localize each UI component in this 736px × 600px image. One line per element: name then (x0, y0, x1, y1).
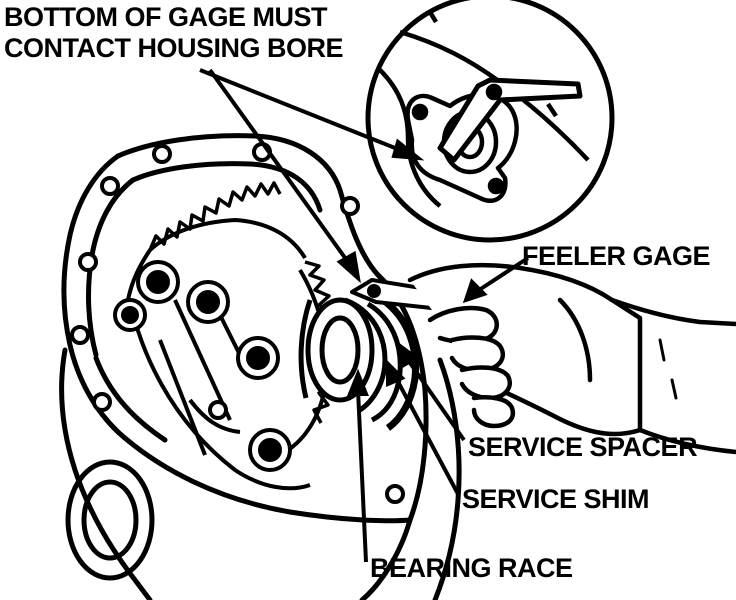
service-spacer-callout: SERVICE SPACER (468, 432, 698, 462)
bolt-6 (208, 400, 228, 420)
hand (407, 262, 643, 437)
bearing-race-callout: BEARING RACE (370, 553, 573, 583)
leader-lines (199, 68, 530, 563)
ring-gear-bolts (113, 260, 292, 472)
gage-contact-line-1: BOTTOM OF GAGE MUST (4, 2, 328, 32)
bolt-4 (236, 336, 280, 380)
service-spacer-shape (380, 297, 420, 431)
bolt-3 (113, 298, 147, 332)
bolt-5 (248, 428, 292, 472)
gage-contact-callout: BOTTOM OF GAGE MUST CONTACT HOUSING BORE (4, 2, 344, 64)
feeler-gage-callout: FEELER GAGE (522, 241, 711, 271)
service-shim-callout: SERVICE SHIM (462, 484, 650, 514)
bolt-1 (136, 260, 180, 304)
flange-bolt-holes (70, 142, 405, 504)
sleeve (609, 297, 736, 455)
bolt-2 (186, 280, 230, 324)
detail-inset (365, 0, 615, 243)
gage-contact-line-2: CONTACT HOUSING BORE (4, 33, 344, 63)
service-shim-shape (366, 301, 403, 423)
